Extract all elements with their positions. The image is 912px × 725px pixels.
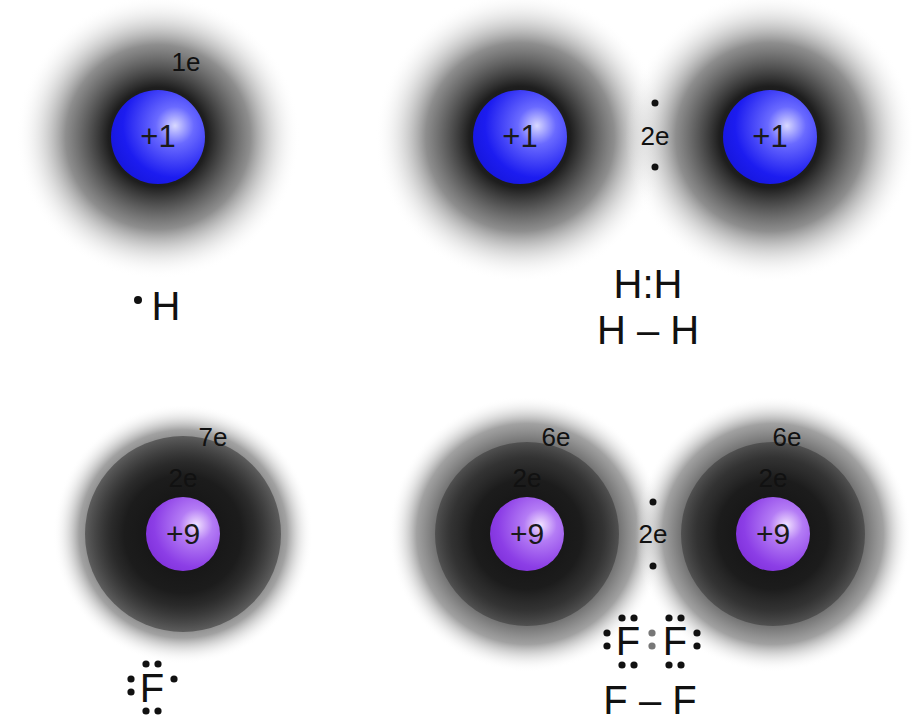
electron-cloud [16, 0, 300, 279]
nucleus-charge: +1 [752, 119, 787, 155]
atom-nucleus: +9 [736, 497, 810, 571]
atom-nucleus: +1 [111, 90, 205, 184]
electron-cloud [375, 0, 665, 282]
electron-count: 1e [172, 49, 201, 75]
electron-count: 2e [639, 521, 668, 547]
lewis-symbol: F [616, 621, 640, 661]
lewis-symbol: F [663, 621, 687, 661]
bond-formula: H – H [597, 310, 699, 350]
nucleus-charge: +9 [510, 517, 544, 551]
atom-nucleus: +1 [723, 90, 817, 184]
electron-count: 2e [513, 465, 542, 491]
electron-dot [652, 100, 659, 107]
electron-dot [652, 164, 659, 171]
nucleus-charge: +1 [140, 119, 175, 155]
electron-count: 7e [199, 424, 228, 450]
nucleus-charge: +1 [502, 119, 537, 155]
lewis-dot [134, 296, 142, 304]
electron-dot [650, 563, 657, 570]
nucleus-charge: +9 [756, 517, 790, 551]
electron-count: 6e [773, 424, 802, 450]
nucleus-charge: +9 [166, 517, 200, 551]
electron-count: 2e [641, 123, 670, 149]
lewis-symbol: F [140, 668, 164, 708]
inner-shell [681, 442, 865, 626]
electron-dot [650, 499, 657, 506]
bond-formula: F – F [603, 680, 696, 720]
lewis-dots [127, 660, 177, 714]
electron-cloud [389, 396, 665, 672]
electron-count: 2e [169, 465, 198, 491]
lewis-structure: H:H [614, 264, 683, 304]
atom-nucleus: +1 [473, 90, 567, 184]
electron-cloud [625, 0, 912, 282]
shared-pair-dots [648, 629, 655, 649]
electron-cloud [53, 404, 313, 664]
lewis-symbol: H [152, 286, 181, 326]
atom-nucleus: +9 [490, 497, 564, 571]
lewis-dots [603, 614, 700, 668]
inner-shell [435, 442, 619, 626]
electron-count: 6e [542, 424, 571, 450]
inner-shell [85, 436, 281, 632]
electron-count: 2e [759, 465, 788, 491]
electron-cloud [635, 396, 911, 672]
atom-nucleus: +9 [146, 497, 220, 571]
